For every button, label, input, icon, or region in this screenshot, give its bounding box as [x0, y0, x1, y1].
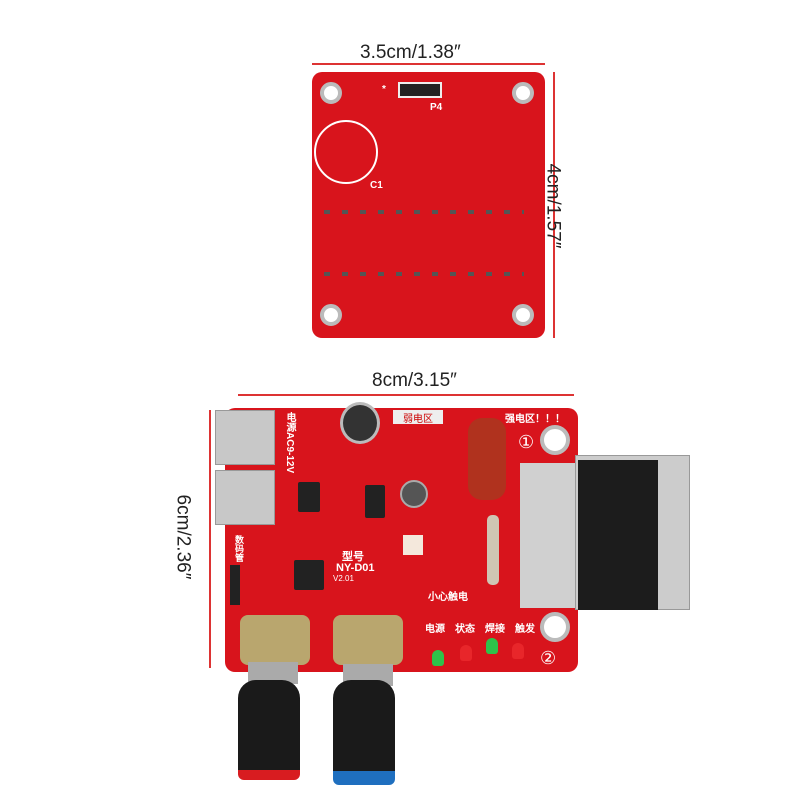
terminal-block: [215, 470, 275, 525]
pin-row: [324, 272, 524, 276]
optocoupler-chip: [298, 482, 320, 512]
knob-left[interactable]: [238, 680, 300, 780]
potentiometer: [333, 615, 403, 665]
film-capacitor: [468, 418, 506, 500]
led-label-weld: 焊接: [485, 624, 505, 635]
mount-hole: [320, 82, 342, 104]
led-status: [460, 645, 472, 661]
led-label-status: 状态: [455, 624, 475, 635]
model-label: 型号: [342, 551, 364, 563]
led-label-power: 电源: [425, 624, 445, 635]
large-width-arrow: [238, 394, 574, 396]
mount-hole: [512, 304, 534, 326]
potentiometer: [240, 615, 310, 665]
header-label: P4: [430, 102, 443, 113]
pot-shaft-nut: [248, 662, 298, 684]
display-header: [230, 565, 240, 605]
version-label: V2.01: [333, 574, 354, 583]
large-height-label: 6cm/2.36″: [172, 494, 194, 580]
led-weld: [486, 638, 498, 654]
large-height-arrow: [209, 410, 211, 668]
strong-zone-label: 强电区！！！: [505, 414, 565, 425]
terminal-block: [215, 410, 275, 465]
marker-2: ②: [540, 648, 557, 668]
heatsink-tab: [520, 463, 580, 608]
knob-right[interactable]: [333, 680, 395, 785]
power-triac: [578, 460, 658, 610]
display-label: 数码管: [234, 535, 244, 562]
marker-1: ①: [518, 432, 535, 452]
small-pcb-board: * P4 C1: [312, 72, 545, 338]
led-label-trigger: 触发: [515, 624, 535, 635]
mcu-chip: [294, 560, 324, 590]
weak-zone-label: 弱电区: [393, 410, 443, 425]
mount-hole: [540, 612, 570, 642]
resistor: [487, 515, 499, 585]
pin-header: [398, 82, 442, 98]
led-power: [432, 650, 444, 666]
optotriac: [403, 535, 423, 555]
led-labels: 电源 状态 焊接 触发: [425, 620, 535, 635]
mount-hole: [540, 425, 570, 455]
led-trigger: [512, 643, 524, 659]
large-width-label: 8cm/3.15″: [372, 370, 457, 391]
small-width-label: 3.5cm/1.38″: [360, 42, 461, 63]
cap-label: C1: [370, 180, 383, 191]
capacitor: [400, 480, 428, 508]
mount-hole: [320, 304, 342, 326]
capacitor: [340, 402, 380, 444]
ic-chip: [365, 485, 385, 518]
small-width-arrow: [312, 63, 545, 65]
capacitor-outline: [314, 120, 378, 184]
mount-hole: [512, 82, 534, 104]
pin-row: [324, 210, 524, 214]
small-height-arrow: [553, 72, 555, 338]
power-input-label: 电源AC9-12V: [284, 412, 295, 474]
shock-warning: 小心触电: [428, 592, 468, 603]
model-number: NY-D01: [336, 562, 375, 574]
star-mark: *: [382, 84, 386, 95]
